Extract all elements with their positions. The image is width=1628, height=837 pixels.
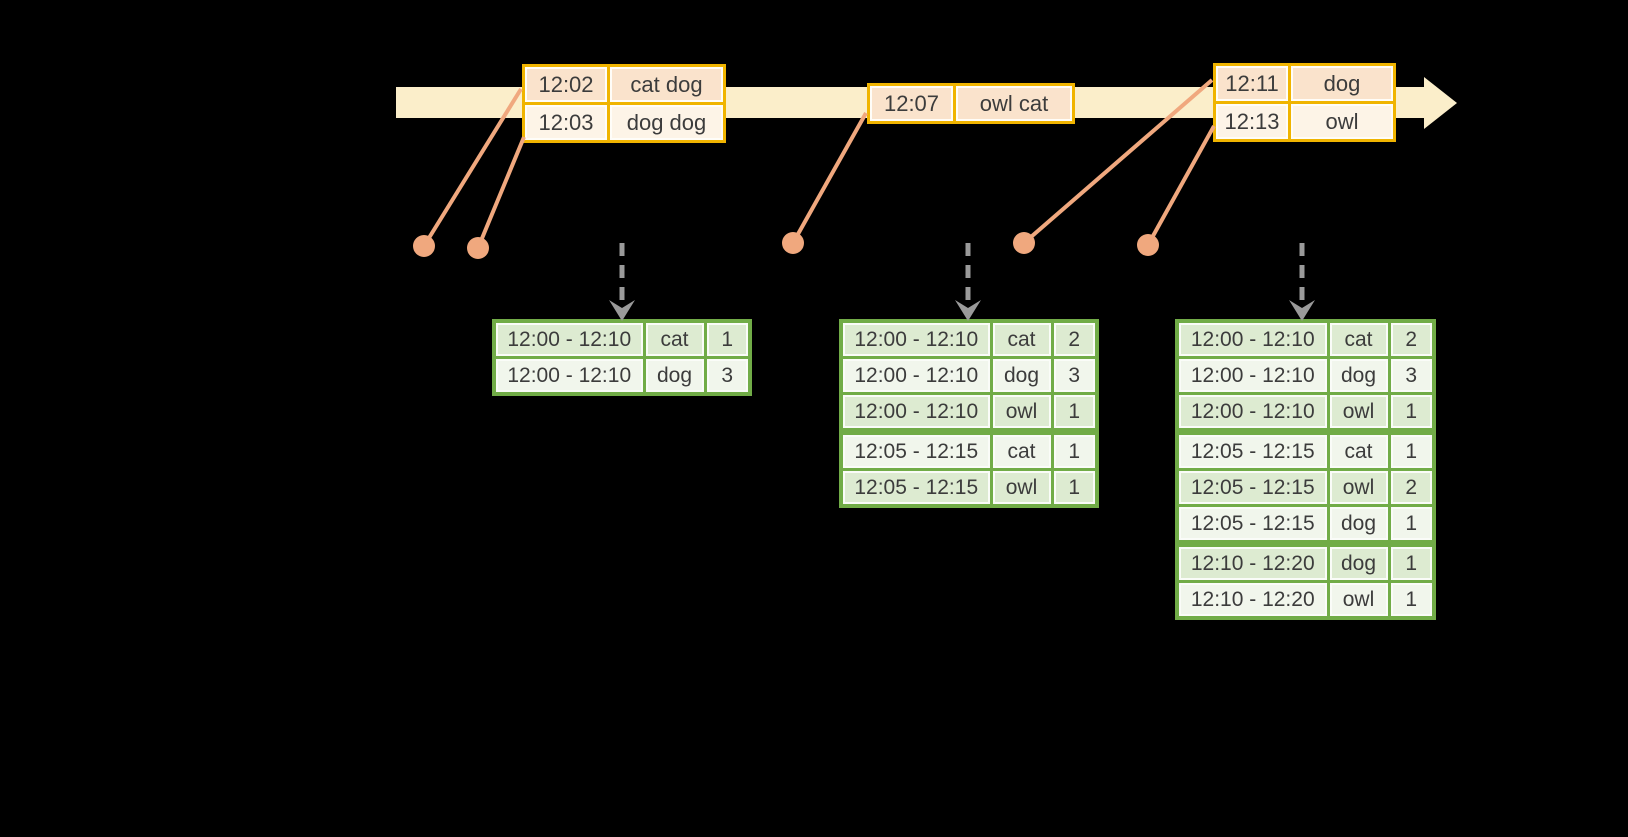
result-row: 12:00 - 12:10 dog 3 — [492, 356, 752, 396]
result-row: 12:00 - 12:10 cat 2 — [839, 319, 1099, 359]
event-time-cell: 12:03 — [522, 102, 610, 143]
count-cell: 2 — [1387, 319, 1436, 359]
trigger-arrow-icon — [609, 243, 635, 321]
count-cell: 3 — [1050, 356, 1099, 395]
result-row: 12:05 - 12:15 owl 1 — [839, 468, 1099, 508]
word-cell: cat — [642, 319, 707, 359]
window-cell: 12:00 - 12:10 — [492, 319, 646, 359]
event-row: 12:13 owl — [1213, 101, 1396, 142]
event-marker-dot — [1013, 232, 1035, 254]
result-row: 12:10 - 12:20 owl 1 — [1175, 580, 1436, 620]
word-cell: dog — [1326, 540, 1391, 583]
trigger-arrow-icon — [1289, 243, 1315, 321]
count-cell: 2 — [1050, 319, 1099, 359]
event-row: 12:11 dog — [1213, 63, 1396, 104]
word-cell: dog — [989, 356, 1054, 395]
result-row: 12:00 - 12:10 owl 1 — [1175, 392, 1436, 433]
result-row: 12:00 - 12:10 owl 1 — [839, 392, 1099, 433]
window-cell: 12:00 - 12:10 — [1175, 319, 1330, 359]
word-cell: dog — [642, 356, 707, 396]
count-cell: 2 — [1387, 468, 1436, 507]
result-row: 12:00 - 12:10 cat 1 — [492, 319, 752, 359]
window-cell: 12:00 - 12:10 — [839, 356, 993, 395]
result-row: 12:00 - 12:10 dog 3 — [1175, 356, 1436, 395]
window-cell: 12:00 - 12:10 — [492, 356, 646, 396]
count-cell: 1 — [1387, 392, 1436, 433]
event-time-cell: 12:02 — [522, 64, 610, 105]
result-table: 12:00 - 12:10 cat 1 12:00 - 12:10 dog 3 — [492, 319, 752, 396]
event-marker-dot — [782, 232, 804, 254]
result-row: 12:00 - 12:10 cat 2 — [1175, 319, 1436, 359]
event-time-cell: 12:13 — [1213, 101, 1291, 142]
window-cell: 12:00 - 12:10 — [839, 319, 993, 359]
event-marker-dot — [413, 235, 435, 257]
result-row: 12:05 - 12:15 dog 1 — [1175, 504, 1436, 545]
count-cell: 1 — [1387, 580, 1436, 620]
word-cell: owl — [989, 392, 1054, 433]
count-cell: 3 — [703, 356, 752, 396]
word-cell: owl — [989, 468, 1054, 508]
word-cell: cat — [989, 319, 1054, 359]
word-cell: dog — [1326, 504, 1391, 545]
event-table: 12:07 owl cat — [867, 83, 1075, 124]
window-cell: 12:05 - 12:15 — [839, 428, 993, 471]
window-cell: 12:10 - 12:20 — [1175, 540, 1330, 583]
event-marker-dot — [467, 237, 489, 259]
event-marker-dot — [1137, 234, 1159, 256]
window-cell: 12:05 - 12:15 — [1175, 504, 1330, 545]
trigger-arrow-icon — [955, 243, 981, 321]
result-row: 12:05 - 12:15 owl 2 — [1175, 468, 1436, 507]
event-words-cell: owl cat — [953, 83, 1075, 124]
event-words-cell: dog — [1288, 63, 1396, 104]
result-row: 12:05 - 12:15 cat 1 — [1175, 428, 1436, 471]
word-cell: owl — [1326, 580, 1391, 620]
count-cell: 1 — [1050, 392, 1099, 433]
event-connector-line — [791, 112, 868, 244]
count-cell: 1 — [703, 319, 752, 359]
timeline-arrow-head-icon — [1424, 77, 1457, 129]
event-connector-line — [476, 136, 526, 249]
window-cell: 12:05 - 12:15 — [1175, 468, 1330, 507]
window-cell: 12:00 - 12:10 — [1175, 356, 1330, 395]
event-words-cell: owl — [1288, 101, 1396, 142]
window-cell: 12:05 - 12:15 — [839, 468, 993, 508]
window-cell: 12:00 - 12:10 — [839, 392, 993, 433]
event-time-cell: 12:11 — [1213, 63, 1291, 104]
word-cell: cat — [989, 428, 1054, 471]
result-row: 12:00 - 12:10 dog 3 — [839, 356, 1099, 395]
event-connector-line — [1146, 125, 1216, 246]
word-cell: cat — [1326, 428, 1391, 471]
count-cell: 1 — [1387, 428, 1436, 471]
window-cell: 12:00 - 12:10 — [1175, 392, 1330, 433]
event-row: 12:07 owl cat — [867, 83, 1075, 124]
window-cell: 12:10 - 12:20 — [1175, 580, 1330, 620]
event-words-cell: dog dog — [607, 102, 726, 143]
event-row: 12:03 dog dog — [522, 102, 726, 143]
result-table: 12:00 - 12:10 cat 2 12:00 - 12:10 dog 3 … — [1175, 319, 1436, 620]
result-row: 12:10 - 12:20 dog 1 — [1175, 540, 1436, 583]
word-cell: owl — [1326, 468, 1391, 507]
result-table: 12:00 - 12:10 cat 2 12:00 - 12:10 dog 3 … — [839, 319, 1099, 508]
event-table: 12:11 dog 12:13 owl — [1213, 63, 1396, 142]
count-cell: 1 — [1050, 428, 1099, 471]
count-cell: 3 — [1387, 356, 1436, 395]
event-row: 12:02 cat dog — [522, 64, 726, 105]
count-cell: 1 — [1387, 540, 1436, 583]
count-cell: 1 — [1050, 468, 1099, 508]
word-cell: dog — [1326, 356, 1391, 395]
event-table: 12:02 cat dog 12:03 dog dog — [522, 64, 726, 143]
word-cell: cat — [1326, 319, 1391, 359]
window-cell: 12:05 - 12:15 — [1175, 428, 1330, 471]
result-row: 12:05 - 12:15 cat 1 — [839, 428, 1099, 471]
count-cell: 1 — [1387, 504, 1436, 545]
event-time-cell: 12:07 — [867, 83, 956, 124]
word-cell: owl — [1326, 392, 1391, 433]
event-words-cell: cat dog — [607, 64, 726, 105]
